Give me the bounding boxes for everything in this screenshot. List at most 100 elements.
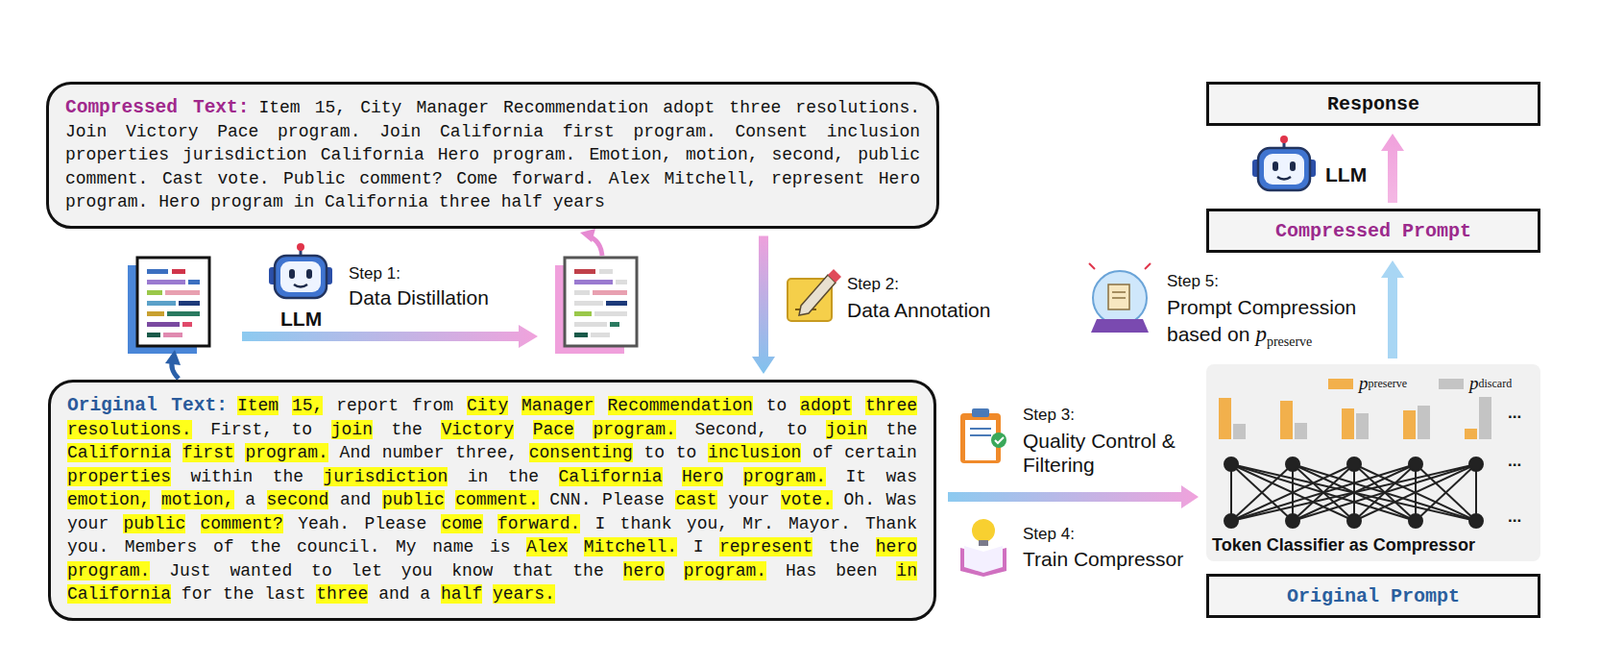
preserved-token: Alex <box>526 536 568 557</box>
classifier-network <box>1224 457 1483 528</box>
legend-text: preserve <box>1368 376 1408 391</box>
preserved-token: public <box>122 513 186 534</box>
step-title: Data Distillation <box>348 286 489 310</box>
math-symbol: p <box>1255 321 1267 346</box>
preserved-token: Pace <box>533 419 575 439</box>
original-document-icon <box>127 257 210 354</box>
llm-robot-icon <box>1252 135 1316 191</box>
legend-text: discard <box>1478 376 1513 391</box>
step-title: Data Annotation <box>847 298 991 322</box>
step-number: Step 4: <box>1022 524 1075 544</box>
probability-bars <box>1218 396 1492 439</box>
preserved-token: hero <box>875 536 918 557</box>
preserved-token: inclusion <box>707 442 801 462</box>
preserved-token: comment. <box>455 489 538 510</box>
compression-ball-icon <box>1089 263 1151 333</box>
preserved-token: join <box>331 419 373 439</box>
compressed-prompt-box: Compressed Prompt <box>1206 208 1541 253</box>
preserved-token: program. <box>683 560 767 581</box>
arrow-head <box>580 228 596 243</box>
preserved-token: comment? <box>200 513 284 534</box>
flow-arrow <box>1381 133 1405 203</box>
preserved-token: adopt <box>800 395 852 415</box>
preserved-token: resolutions. <box>67 419 193 439</box>
step-number: Step 2: <box>847 274 899 294</box>
ellipsis: ... <box>1507 451 1522 471</box>
preserved-token: consenting <box>529 442 633 462</box>
preserved-token: jurisdiction <box>323 466 449 486</box>
compressed-text-box: Compressed Text:Item 15, City Manager Re… <box>46 81 940 229</box>
preserved-token: program. <box>592 419 676 439</box>
step-number: Step 1: <box>348 264 401 284</box>
preserved-token: three <box>315 583 368 604</box>
box-heading: Original Text: <box>67 394 228 416</box>
preserved-token: public <box>382 489 445 510</box>
panel-label: Token Classifier as Compressor <box>1212 534 1476 556</box>
response-box: Response <box>1206 81 1541 126</box>
preserved-token: three <box>865 395 918 415</box>
preserved-token: Hero <box>681 466 724 486</box>
preserved-token: vote. <box>780 489 833 510</box>
preserved-token: California <box>558 466 663 486</box>
preserved-token: Recommendation <box>607 395 753 415</box>
preserved-token: Manager <box>521 395 595 415</box>
preserved-token: properties <box>67 466 171 486</box>
llm-robot-icon <box>268 242 333 298</box>
math-symbol: p <box>1358 372 1369 394</box>
step-number: Step 5: <box>1166 271 1219 291</box>
annotation-icon <box>787 268 842 321</box>
flow-arrow <box>1381 260 1405 359</box>
box-label: Compressed Prompt <box>1275 219 1472 243</box>
original-prompt-box: Original Prompt <box>1206 573 1541 618</box>
distilled-document-icon <box>555 257 637 354</box>
step-title: Quality Control & Filtering <box>1022 428 1187 477</box>
quality-control-icon <box>960 408 1007 463</box>
math-subscript: preserve <box>1266 334 1312 349</box>
preserved-token: Item <box>237 395 279 415</box>
preserved-token: program. <box>244 442 328 462</box>
original-text-box: Original Text:Item 15, report from City … <box>48 379 937 621</box>
ellipsis: ... <box>1507 403 1522 423</box>
preserved-token: cast <box>675 489 717 510</box>
box-label: Original Prompt <box>1286 584 1460 607</box>
step-title: Prompt Compression based onppreserve <box>1166 293 1383 356</box>
box-label: Response <box>1327 93 1420 116</box>
arrow-head <box>165 349 181 365</box>
llm-label: LLM <box>280 307 322 331</box>
preserved-token: come <box>440 513 483 534</box>
preserved-token: motion, <box>161 489 235 510</box>
preserved-token: California <box>67 442 171 462</box>
preserved-token: City <box>466 395 509 415</box>
math-symbol: p <box>1469 372 1479 394</box>
text-block: Compressed Text:Item 15, City Manager Re… <box>65 96 921 215</box>
flow-arrow <box>947 484 1199 509</box>
preserved-token: years. <box>492 583 556 604</box>
preserved-token: program. <box>743 466 826 486</box>
preserved-token: half <box>440 583 483 604</box>
preserved-token: join <box>825 419 868 439</box>
legend-swatch <box>1328 378 1354 389</box>
preserved-token: Mitchell. <box>583 536 678 557</box>
step-title: Train Compressor <box>1022 547 1184 571</box>
preserved-token: program. <box>67 560 150 581</box>
legend-item: pdiscard <box>1438 372 1512 394</box>
preserved-token: forward. <box>497 513 581 534</box>
text-block: Original Text:Item 15, report from City … <box>67 393 918 607</box>
legend-item: ppreserve <box>1328 372 1407 394</box>
token-classifier-panel: Token Classifier as Compressor <box>1206 363 1541 561</box>
ellipsis: ... <box>1507 507 1522 527</box>
preserved-token: hero <box>623 560 665 581</box>
box-body: Item 15, report from City Manager Recomm… <box>67 395 918 604</box>
train-book-icon <box>960 518 1007 577</box>
box-heading: Compressed Text: <box>65 96 249 119</box>
preserved-token: in <box>896 560 918 581</box>
step-number: Step 3: <box>1022 405 1075 425</box>
preserved-token: first <box>182 442 235 462</box>
preserved-token: second <box>266 489 330 510</box>
preserved-token: California <box>67 583 171 604</box>
panel-ground <box>1206 363 1541 561</box>
flow-arrow <box>751 236 776 375</box>
legend-swatch <box>1438 378 1464 389</box>
preserved-token: represent <box>719 536 813 557</box>
preserved-token: Victory <box>440 419 514 439</box>
